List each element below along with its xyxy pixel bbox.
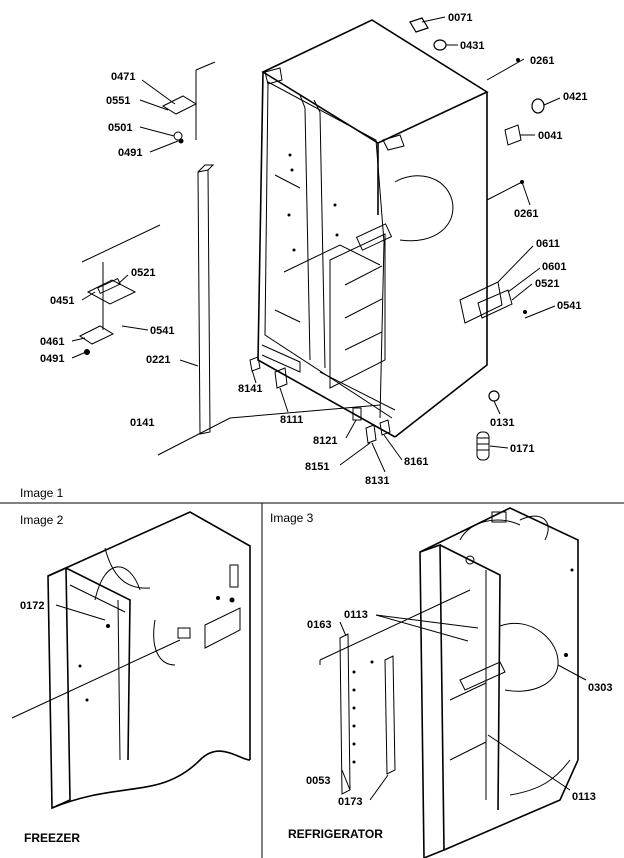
image2-freezer-drawing <box>11 511 251 810</box>
callout-0471: 0471 <box>111 71 135 83</box>
callout-0451: 0451 <box>50 295 74 307</box>
image1-leaders <box>71 16 561 473</box>
image2-caption: FREEZER <box>24 831 80 845</box>
callout-0521-right: 0521 <box>535 278 559 290</box>
callout-0131: 0131 <box>490 417 514 429</box>
callout-0431: 0431 <box>460 40 484 52</box>
image1-bracket-0611 <box>459 281 513 324</box>
image3-title: Image 3 <box>270 511 314 525</box>
callout-0491-upper: 0491 <box>118 147 142 159</box>
image1-cabinet-drawing <box>257 19 489 438</box>
callout-0521-left: 0521 <box>131 267 155 279</box>
callout-0611: 0611 <box>536 238 560 250</box>
callout-0421: 0421 <box>563 91 587 103</box>
callout-0501: 0501 <box>108 122 132 134</box>
callout-0113-top: 0113 <box>344 609 368 621</box>
callout-0071: 0071 <box>448 12 472 24</box>
callout-0491-lower: 0491 <box>40 353 64 365</box>
callout-0261-side: 0261 <box>514 208 538 220</box>
callout-0113-bottom: 0113 <box>572 791 596 803</box>
image1-upper-hinge <box>161 61 216 144</box>
callout-8121: 8121 <box>313 435 337 447</box>
callout-8141: 8141 <box>238 383 262 395</box>
callout-8111: 8111 <box>280 414 303 426</box>
image2-title: Image 2 <box>20 513 64 527</box>
image3-refrigerator-drawing <box>319 507 587 858</box>
callout-0261-top: 0261 <box>530 55 554 67</box>
image1-small-parts <box>409 17 545 461</box>
callout-8131: 8131 <box>365 475 389 487</box>
callout-0551: 0551 <box>106 95 130 107</box>
callout-0221: 0221 <box>146 354 170 366</box>
callout-8161: 8161 <box>404 456 428 468</box>
callout-0173: 0173 <box>338 796 362 808</box>
callout-8151: 8151 <box>305 461 329 473</box>
image1-side-trim-0221 <box>197 164 215 435</box>
callout-0171: 0171 <box>510 443 534 455</box>
image1-bottom-parts <box>249 356 391 444</box>
callout-0172: 0172 <box>20 600 44 612</box>
callout-0041: 0041 <box>538 130 562 142</box>
callout-0303: 0303 <box>588 682 612 694</box>
callout-0601: 0601 <box>542 261 566 273</box>
callout-0053: 0053 <box>306 775 330 787</box>
image1-title: Image 1 <box>20 486 64 500</box>
image1-lower-hinge <box>79 224 161 355</box>
callout-0461: 0461 <box>40 336 64 348</box>
callout-0541-right: 0541 <box>557 300 581 312</box>
callout-0141: 0141 <box>130 417 154 429</box>
image1-callout-labels: 0071 0431 0261 0421 0041 0261 0471 0551 … <box>40 12 587 487</box>
image3-caption: REFRIGERATOR <box>288 827 383 841</box>
callout-0541-left: 0541 <box>150 325 174 337</box>
callout-0163: 0163 <box>307 619 331 631</box>
